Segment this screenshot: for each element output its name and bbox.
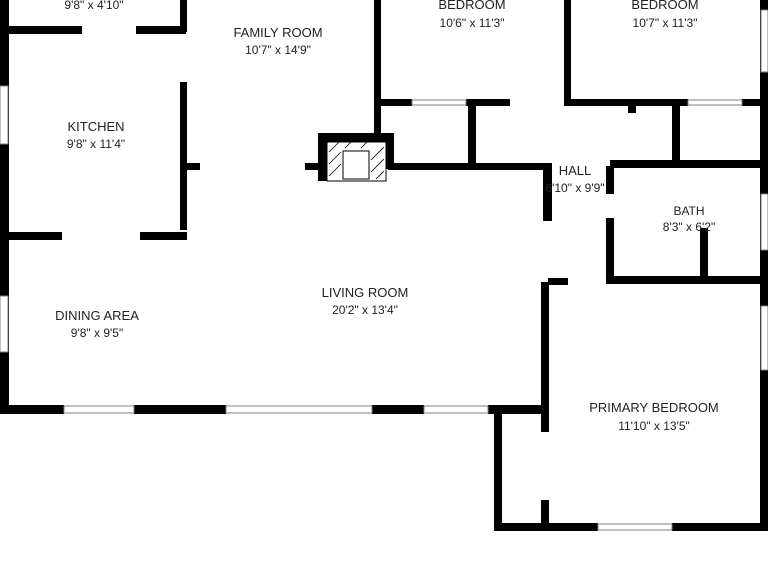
windows [0,9,768,531]
dining-area-name: DINING AREA [55,308,139,323]
primary-bedroom-name: PRIMARY BEDROOM [589,400,719,415]
hall-name: HALL [559,163,592,178]
fireplace-hatch [328,141,385,180]
primary-bedroom-dims: 11'10" x 13'5" [618,419,690,433]
living-room-name: LIVING ROOM [322,285,409,300]
fireplace-firebox [342,150,370,180]
family-room-name: FAMILY ROOM [233,25,322,40]
hall-dims: 6'10" x 9'9" [545,181,604,195]
living-room-dims: 20'2" x 13'4" [332,303,398,317]
family-room-dims: 10'7" x 14'9" [245,43,311,57]
kitchen-name: KITCHEN [67,119,124,134]
room-labels: 9'8" x 4'10" FAMILY ROOM 10'7" x 14'9" B… [55,0,719,433]
dining-area-dims: 9'8" x 9'5" [71,326,123,340]
top-left-room-dims: 9'8" x 4'10" [64,0,123,12]
bedroom-2-name: BEDROOM [631,0,698,12]
bedroom-1-name: BEDROOM [438,0,505,12]
bedroom-2-dims: 10'7" x 11'3" [633,16,698,30]
bath-name: BATH [673,204,704,218]
bath-dims: 8'3" x 6'2" [663,220,715,234]
walls [0,0,768,531]
kitchen-dims: 9'8" x 11'4" [67,137,125,151]
bedroom-1-dims: 10'6" x 11'3" [440,16,505,30]
